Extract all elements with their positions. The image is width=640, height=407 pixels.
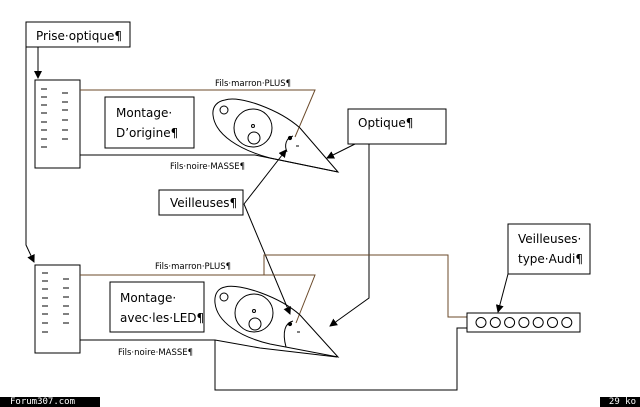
prise-optique-label: Prise·optique¶ xyxy=(36,29,122,43)
wire-label-masse-bottom: Fils·noire·MASSE¶ xyxy=(118,348,193,358)
veilleuses-audi-line1: Veilleuses· xyxy=(518,232,581,246)
veilleuses-label: Veilleuses¶ xyxy=(170,196,237,210)
arrow-optique-to-headlight-bottom xyxy=(329,144,370,327)
montage-led-box: Montage· avec·les·LED¶ xyxy=(109,281,205,333)
led-icon xyxy=(532,317,544,328)
montage-origine-line2: D’origine¶ xyxy=(116,126,178,140)
led-icon xyxy=(561,317,573,328)
montage-origine-box: Montage· D’origine¶ xyxy=(104,96,195,149)
led-icon xyxy=(475,317,487,328)
veilleuses-audi-line2: type·Audi¶ xyxy=(518,252,583,266)
prise-optique-box: Prise·optique¶ xyxy=(25,21,131,48)
montage-origine-line1: Montage· xyxy=(116,106,172,120)
wire-label-plus-top: Fils·marron·PLUS¶ xyxy=(215,79,291,89)
led-icon xyxy=(547,317,558,328)
montage-led-line1: Montage· xyxy=(120,291,176,305)
headlight-top xyxy=(212,98,340,173)
optique-label: Optique¶ xyxy=(358,116,413,130)
wire-masse-bottom xyxy=(80,339,338,358)
led-icon xyxy=(518,317,530,328)
optique-box: Optique¶ xyxy=(347,108,447,145)
wire-plus-to-led-bar xyxy=(263,254,467,318)
wire-label-plus-bottom: Fils·marron·PLUS¶ xyxy=(155,262,231,272)
veilleuses-box: Veilleuses¶ xyxy=(158,189,244,216)
led-icon xyxy=(489,317,501,328)
footer-size: 29 ko xyxy=(600,397,640,407)
footer-site: Forum307.com xyxy=(0,397,100,407)
led-icon xyxy=(504,317,516,328)
wire-masse-to-led-bar xyxy=(214,327,467,391)
veilleuses-audi-box: Veilleuses· type·Audi¶ xyxy=(507,223,591,275)
arrow-veilleuses-to-bottom xyxy=(243,203,291,315)
arrow-optique-to-headlight-top xyxy=(326,143,356,159)
wire-label-masse-top: Fils·noire·MASSE¶ xyxy=(170,162,245,172)
led-bar xyxy=(466,312,581,333)
wire-plus-bottom xyxy=(80,274,316,324)
arrow-prise-to-connector-bottom xyxy=(25,47,35,263)
arrow-veilleuses-to-top xyxy=(243,149,287,205)
arrow-audi-to-led-bar xyxy=(495,273,509,313)
headlight-bottom xyxy=(214,285,340,358)
connector-top xyxy=(34,79,81,169)
montage-led-line2: avec·les·LED¶ xyxy=(120,311,204,325)
wire-plus-top xyxy=(80,89,316,138)
connector-bottom xyxy=(34,264,81,354)
